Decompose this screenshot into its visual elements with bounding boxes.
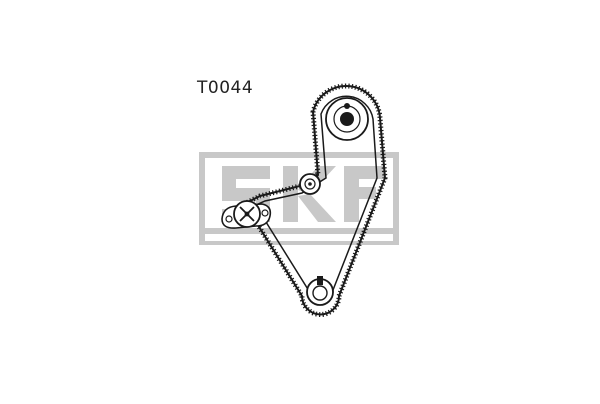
crankshaft-timing-mark [317,276,323,285]
camshaft-pulley [325,97,369,141]
crankshaft-pulley [306,276,334,306]
part-number-label: T0044 [197,78,254,98]
tensioner-bolt-left [225,215,233,223]
tensioner [221,200,272,229]
idler-roller [299,173,321,195]
camshaft-timing-mark [344,103,350,109]
watermark-underline [205,234,393,241]
belt-teeth [226,83,388,317]
tensioner-bolt-right [261,209,269,217]
